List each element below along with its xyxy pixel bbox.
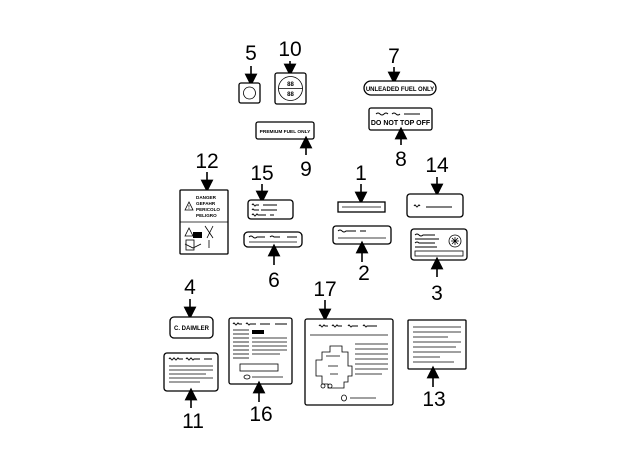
label-item-11: 11 <box>163 352 219 433</box>
do-not-top-off-text: DO NOT TOP OFF <box>371 120 431 127</box>
unleaded-fuel-text: UNLEADED FUEL ONLY <box>366 87 434 93</box>
label-item-10: 10 88 88 <box>274 38 307 105</box>
svg-text:PELIGRO: PELIGRO <box>196 213 217 218</box>
callout-3: 3 <box>431 282 443 305</box>
label-item-6: 6 <box>243 231 303 292</box>
callout-9: 9 <box>300 158 312 181</box>
label-item-8: DO NOT TOP OFF 8 <box>368 107 433 171</box>
callout-13: 13 <box>422 388 445 411</box>
label-item-17: 17 <box>304 278 394 406</box>
callout-6: 6 <box>268 269 280 292</box>
label-item-15: 15 <box>247 162 294 220</box>
callout-14: 14 <box>425 154 449 177</box>
svg-text:DANGER: DANGER <box>196 195 217 200</box>
label-item-14: 14 <box>406 154 464 218</box>
label-item-16: 16 <box>228 317 293 426</box>
callout-10: 10 <box>278 38 301 61</box>
premium-fuel-text: PREMIUM FUEL ONLY <box>260 129 311 135</box>
label-item-9: PREMIUM FUEL ONLY 9 <box>255 121 315 181</box>
callout-7: 7 <box>388 45 400 68</box>
callout-17: 17 <box>313 278 336 301</box>
callout-5: 5 <box>245 42 257 65</box>
svg-text:88: 88 <box>287 92 294 98</box>
label-item-1: 1 <box>337 162 386 213</box>
callout-4: 4 <box>184 276 196 299</box>
callout-1: 1 <box>355 162 367 185</box>
label-item-7: 7 UNLEADED FUEL ONLY <box>363 45 437 96</box>
c-daimler-text: C. DAIMLER <box>174 326 210 332</box>
callout-16: 16 <box>249 403 272 426</box>
callout-11: 11 <box>182 410 204 433</box>
label-item-4: 4 C. DAIMLER <box>169 276 214 339</box>
callout-12: 12 <box>195 150 218 173</box>
label-item-5: 5 <box>238 42 261 104</box>
callout-8: 8 <box>395 148 407 171</box>
label-item-3: 3 <box>410 228 468 305</box>
svg-text:GEFAHR: GEFAHR <box>196 201 216 206</box>
callout-15: 15 <box>250 162 273 185</box>
label-item-12: 12 ! DANGER GEFAHR PERICOLO PELIGRO <box>179 150 229 255</box>
callout-2: 2 <box>358 262 370 285</box>
svg-text:!: ! <box>188 205 190 211</box>
svg-text:88: 88 <box>287 82 294 88</box>
label-item-2: 2 <box>332 225 392 285</box>
svg-text:PERICOLO: PERICOLO <box>196 207 220 212</box>
label-item-13: 13 <box>407 319 467 411</box>
